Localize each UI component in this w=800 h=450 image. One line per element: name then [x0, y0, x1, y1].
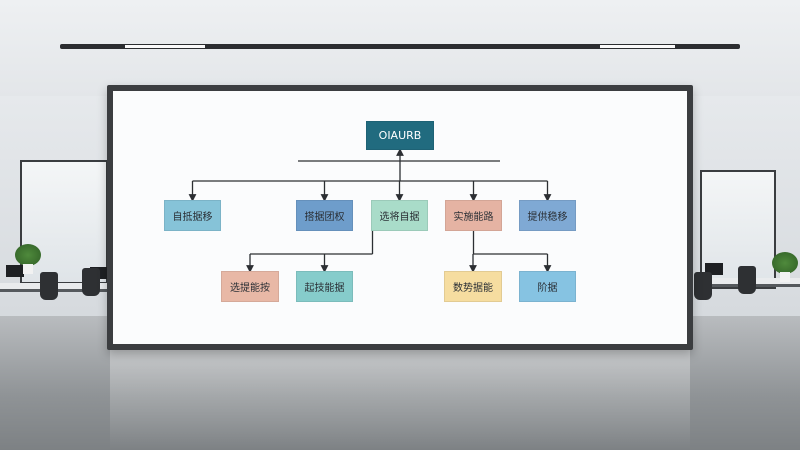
- org-node-level1: 搭据团权: [296, 200, 353, 231]
- office-chair: [738, 266, 756, 294]
- monitor: [6, 265, 24, 277]
- office-chair: [40, 272, 58, 300]
- ceiling-light: [125, 45, 205, 48]
- org-node-level2: 阶据: [519, 271, 576, 302]
- plant-pot: [23, 264, 33, 274]
- ceiling-light: [600, 45, 675, 48]
- org-node-level1: 自抵据移: [164, 200, 221, 231]
- org-node-level2: 起技能据: [296, 271, 353, 302]
- office-chair: [694, 272, 712, 300]
- connector-lines: [188, 148, 552, 273]
- org-node-level1: 提供稳移: [519, 200, 576, 231]
- floor-reflection: [110, 350, 690, 450]
- ceiling-track: [60, 44, 740, 49]
- org-chart-board: OIAURB 自抵据移 搭据团权 选将自据 实施能路 提供稳移 选提能按 起技能…: [113, 91, 687, 344]
- org-node-level1: 实施能路: [445, 200, 502, 231]
- plant-pot: [780, 272, 790, 282]
- org-node-level1: 选将自据: [371, 200, 428, 231]
- plant: [772, 252, 798, 274]
- plant: [15, 244, 41, 266]
- org-node-root: OIAURB: [366, 121, 434, 150]
- org-node-level2: 选提能按: [221, 271, 279, 302]
- org-node-level2: 数势据能: [444, 271, 502, 302]
- left-window: [20, 160, 108, 284]
- office-chair: [82, 268, 100, 296]
